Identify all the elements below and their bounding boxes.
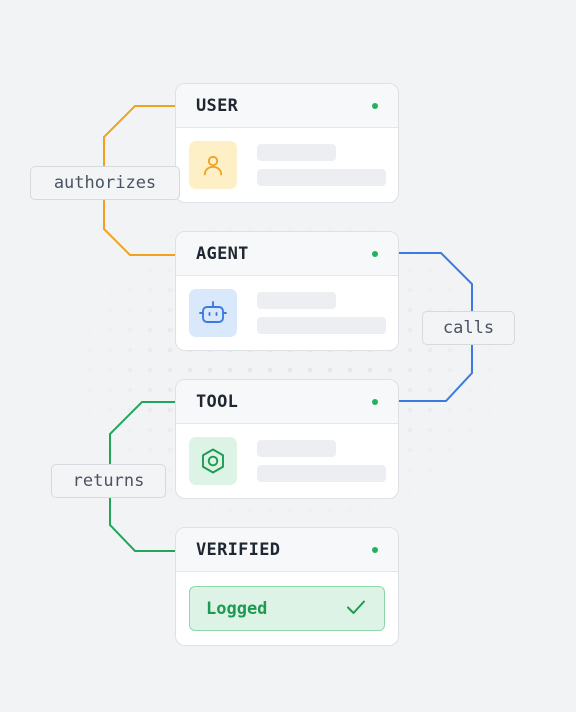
node-user[interactable]: USER bbox=[175, 83, 399, 203]
node-user-title: USER bbox=[196, 95, 239, 116]
node-tool-title: TOOL bbox=[196, 391, 239, 412]
edge-label-authorizes: authorizes bbox=[30, 166, 180, 200]
robot-icon bbox=[189, 289, 237, 337]
node-verified-header: VERIFIED bbox=[176, 528, 398, 572]
node-verified-title: VERIFIED bbox=[196, 539, 281, 560]
node-agent-title: AGENT bbox=[196, 243, 249, 264]
edge-label-calls: calls bbox=[422, 311, 515, 345]
node-tool-body bbox=[176, 424, 398, 498]
status-dot bbox=[372, 250, 378, 257]
status-dot bbox=[372, 546, 378, 553]
node-tool[interactable]: TOOL bbox=[175, 379, 399, 499]
status-dot bbox=[372, 398, 378, 405]
node-user-header: USER bbox=[176, 84, 398, 128]
hexagon-nut-icon bbox=[189, 437, 237, 485]
status-dot bbox=[372, 102, 378, 109]
node-agent-body bbox=[176, 276, 398, 350]
edge-label-returns: returns bbox=[51, 464, 166, 498]
node-user-body bbox=[176, 128, 398, 202]
check-icon bbox=[346, 599, 366, 619]
content-placeholder bbox=[257, 144, 386, 186]
user-icon bbox=[189, 141, 237, 189]
dot-grid-background bbox=[0, 160, 576, 580]
node-verified[interactable]: VERIFIED Logged bbox=[175, 527, 399, 646]
node-agent[interactable]: AGENT bbox=[175, 231, 399, 351]
node-agent-header: AGENT bbox=[176, 232, 398, 276]
content-placeholder bbox=[257, 292, 386, 334]
result-badge: Logged bbox=[189, 586, 385, 631]
content-placeholder bbox=[257, 440, 386, 482]
result-label: Logged bbox=[206, 598, 268, 619]
node-tool-header: TOOL bbox=[176, 380, 398, 424]
